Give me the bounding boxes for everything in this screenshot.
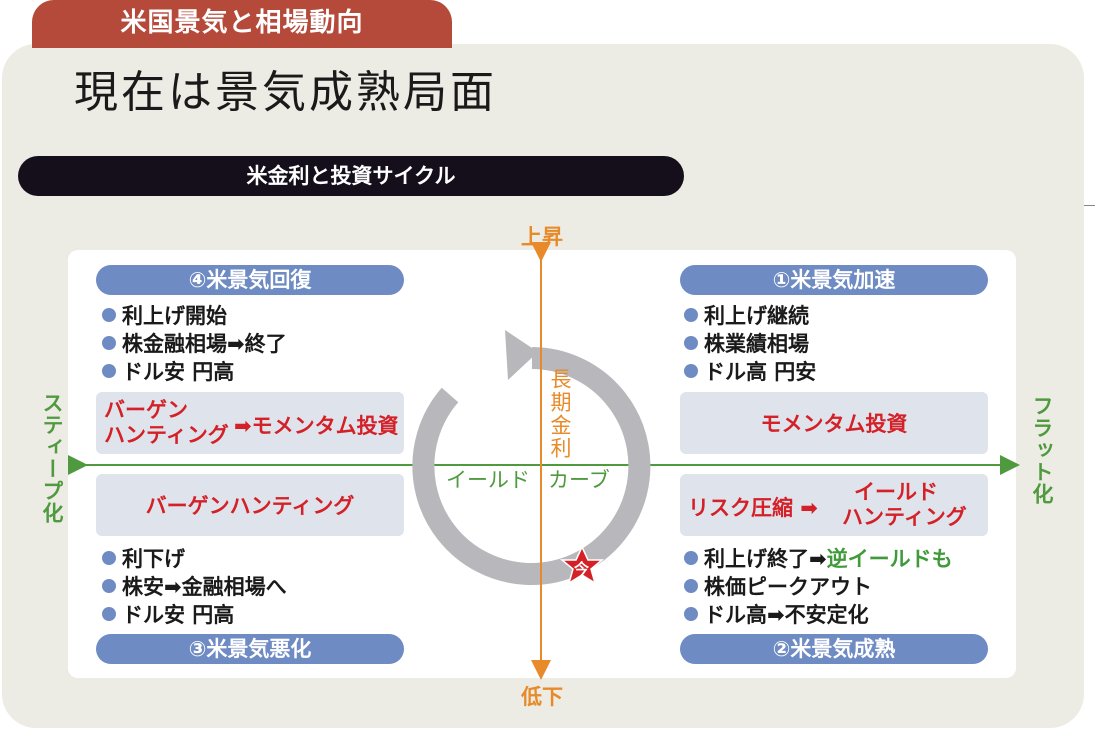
axis-bottom-label: 低下: [521, 685, 563, 709]
bullet-icon: [684, 579, 698, 593]
bullet-icon: [684, 364, 698, 378]
bullet-icon: [102, 336, 116, 350]
axis-left-label: スティープ化: [40, 392, 64, 524]
q1-strategy-box: モメンタム投資: [680, 392, 988, 454]
q1-title-pill: ①米景気加速: [680, 265, 988, 295]
q3-bullet: ドル安 円高: [102, 601, 234, 629]
bullet-icon: [684, 308, 698, 322]
axis-right-label: フラット化: [1030, 395, 1054, 505]
q2-strategy-box: リスク圧縮 ➡ イールド ハンティング: [680, 474, 988, 536]
q2-strategy-left: リスク圧縮 ➡: [688, 496, 818, 520]
bullet-icon: [102, 607, 116, 621]
current-marker-label: 今: [574, 560, 590, 578]
q1-bullet: ドル高 円安: [684, 358, 816, 386]
q4-strategy-arrow: ➡モメンタム投資: [234, 414, 399, 438]
bullet-icon: [102, 551, 116, 565]
q3-title-pill: ③米景気悪化: [96, 634, 404, 664]
q2-bullet: 利上げ終了➡逆イールドも: [684, 545, 953, 573]
vertical-axis-name: 長期金利: [548, 368, 572, 460]
axis-top-label: 上昇: [521, 225, 563, 249]
q3-bullet: 利下げ: [102, 545, 185, 573]
bullet-icon: [102, 308, 116, 322]
q2-bullet: ドル高➡不安定化: [684, 601, 869, 629]
q4-strategy-left: バーゲン ハンティング: [104, 398, 229, 447]
bullet-icon: [102, 364, 116, 378]
divider-rule: [1084, 205, 1095, 206]
q3-strategy-box: バーゲンハンティング: [96, 474, 404, 536]
diagram-title-bar: 米金利と投資サイクル: [18, 156, 684, 196]
cycle-arrowhead: [505, 330, 538, 380]
horizontal-axis-name-left: イールド: [446, 468, 530, 492]
q2-title-pill: ②米景気成熟: [680, 634, 988, 664]
q4-bullet: ドル安 円高: [102, 358, 234, 386]
bullet-icon: [684, 336, 698, 350]
q1-bullet: 株業績相場: [684, 330, 809, 358]
q4-bullet: 株金融相場➡終了: [102, 330, 287, 358]
page-headline: 現在は景気成熟局面: [74, 67, 497, 118]
q4-bullet: 利上げ開始: [102, 302, 227, 330]
current-star-icon: [559, 545, 605, 585]
q4-strategy-box: バーゲン ハンティング ➡モメンタム投資: [96, 392, 404, 454]
q2-bullet: 株価ピークアウト: [684, 573, 872, 601]
horizontal-axis-name-right: カーブ: [548, 468, 610, 492]
category-tab: 米国景気と相場動向: [32, 0, 452, 48]
bullet-icon: [684, 607, 698, 621]
bullet-icon: [684, 551, 698, 565]
q1-bullet: 利上げ継続: [684, 302, 809, 330]
q4-title-pill: ④米景気回復: [96, 265, 404, 295]
q3-bullet: 株安➡金融相場へ: [102, 573, 287, 601]
bullet-icon: [102, 579, 116, 593]
q2-strategy-right: イールド ハンティング: [842, 480, 967, 529]
